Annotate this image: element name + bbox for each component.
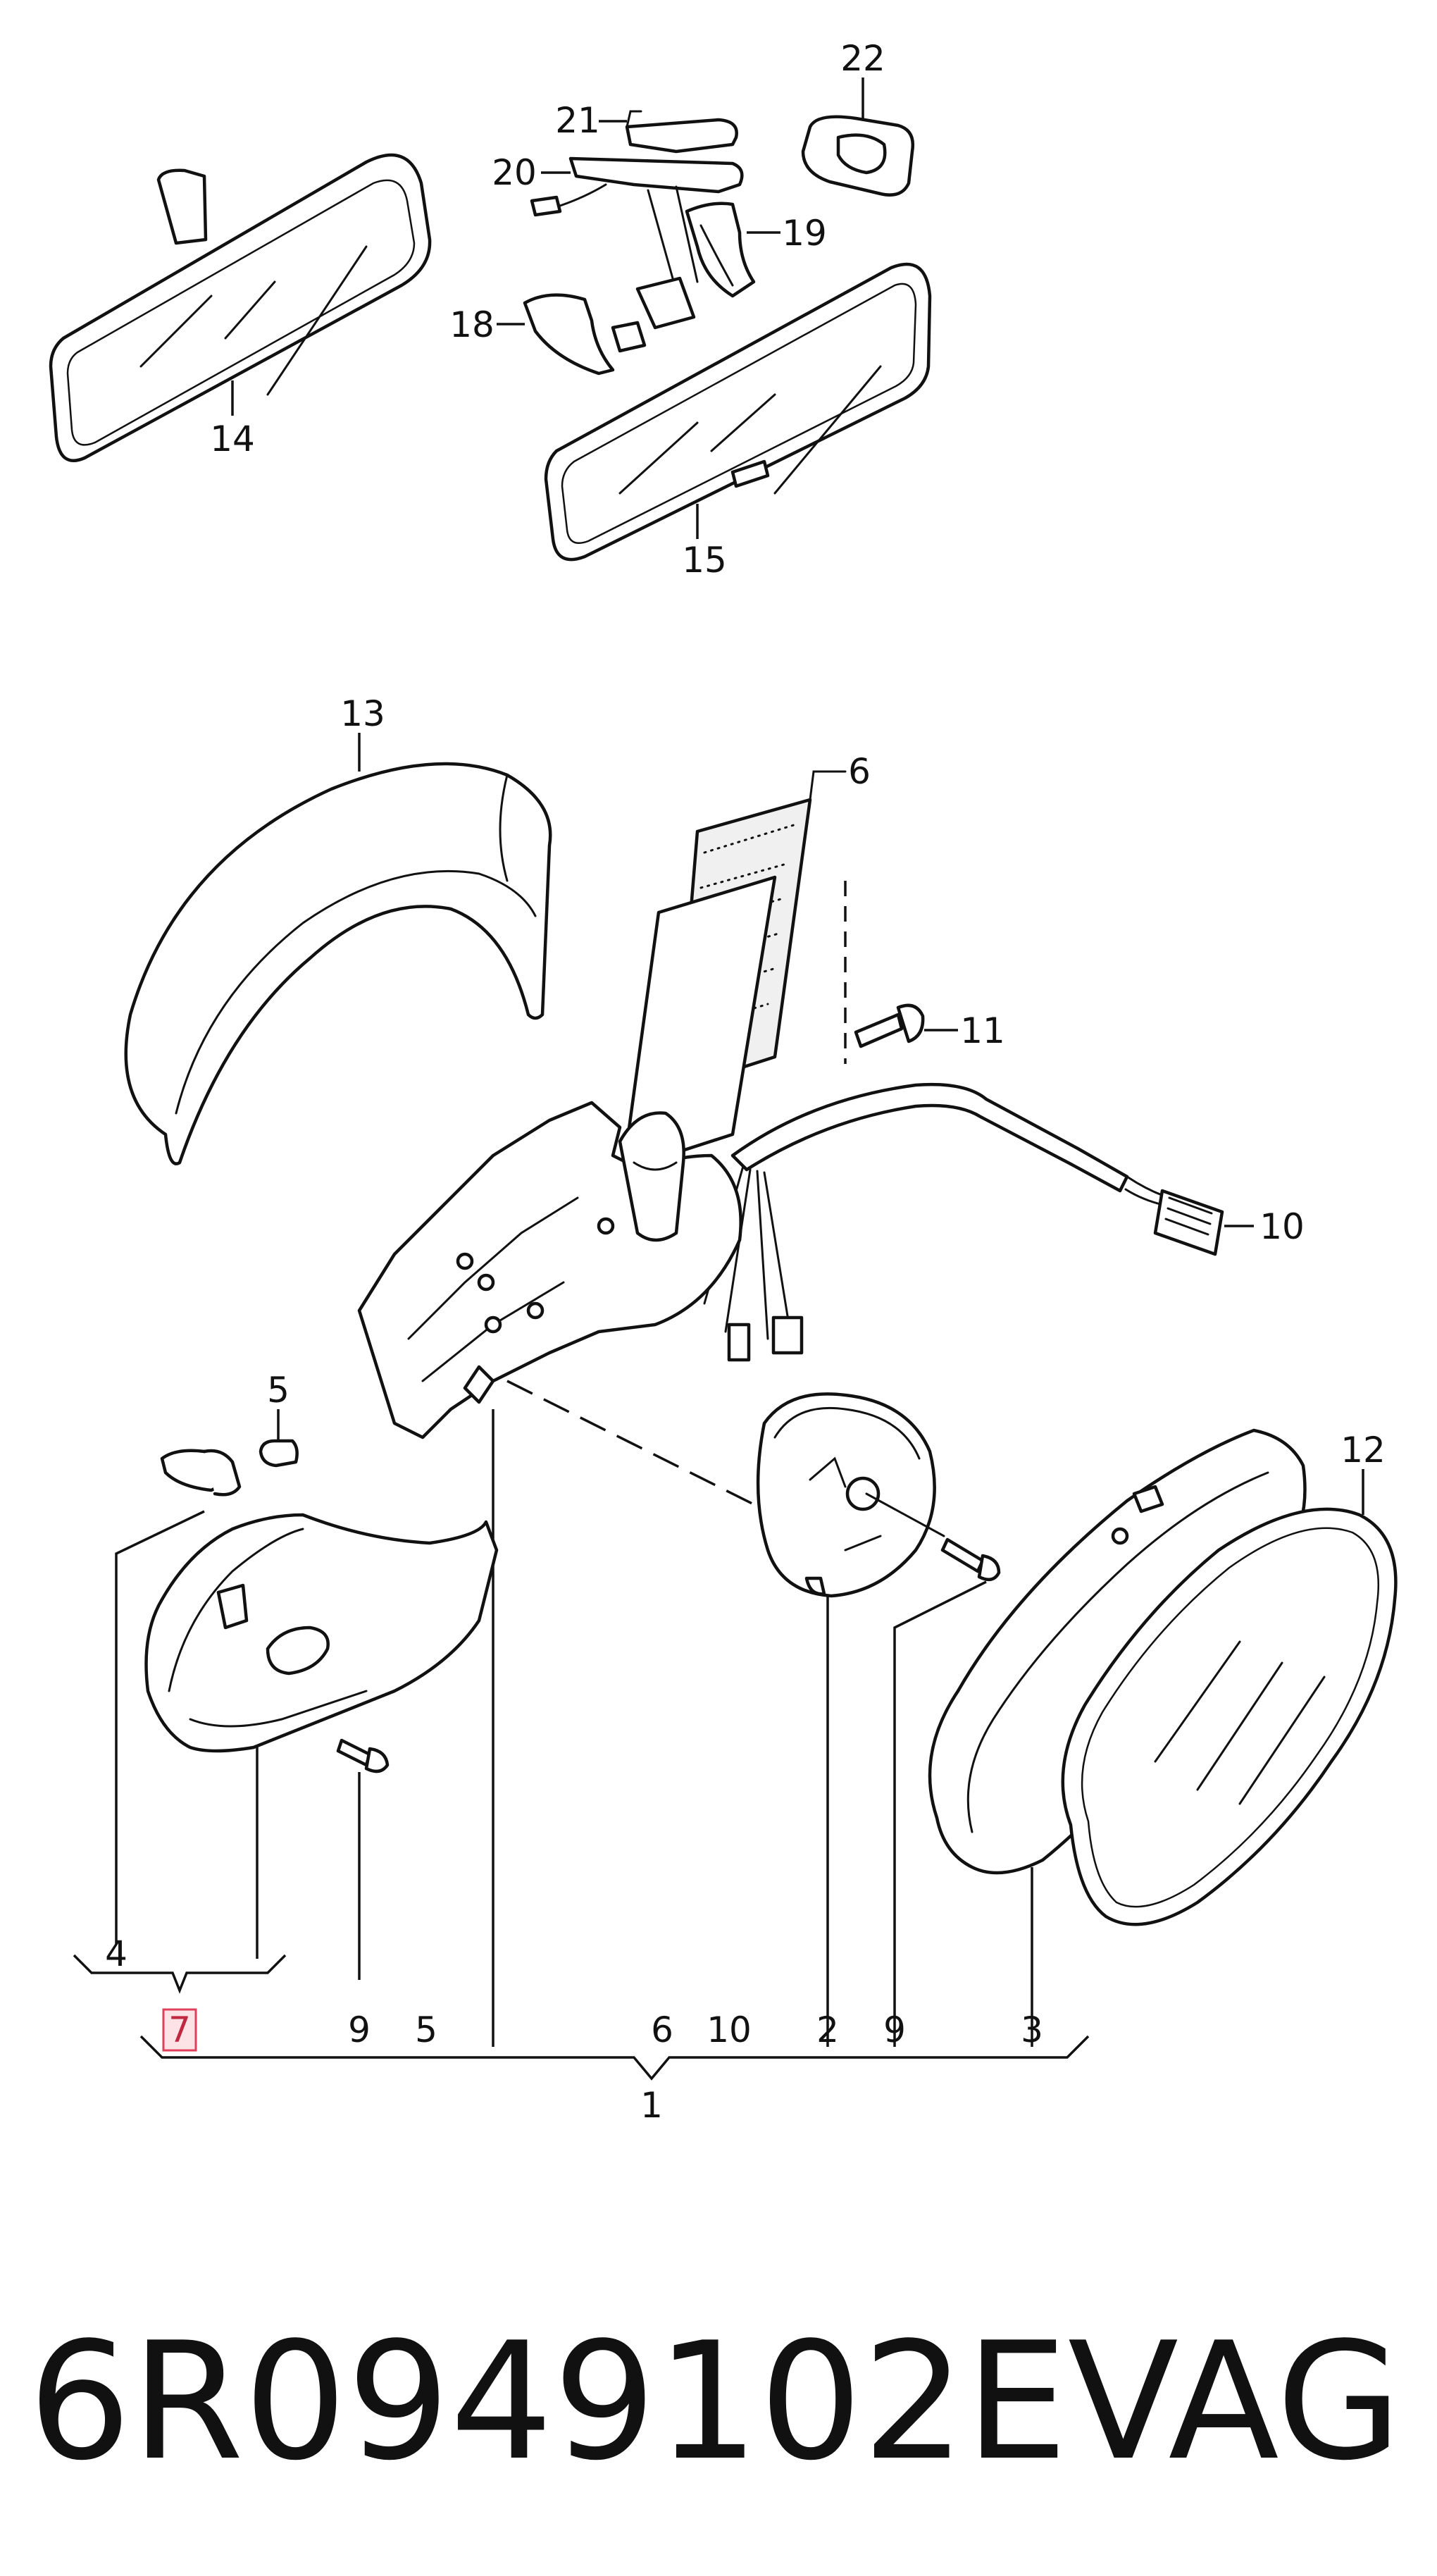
- part-15-interior-mirror: [544, 262, 932, 562]
- callout-11: 11: [960, 1010, 1005, 1051]
- part-9-screw-right: [865, 1492, 1001, 2047]
- bottom-label-6: 6: [651, 2010, 673, 2050]
- bottom-label-10: 10: [707, 2010, 752, 2050]
- callout-13: 13: [340, 693, 385, 734]
- part-22-cap: [801, 78, 915, 197]
- part-4-lower-housing: [115, 1510, 499, 1959]
- highlighted-part-7: [162, 2008, 197, 2052]
- lamp-holder: [160, 1449, 242, 1497]
- mount-stem-connector: [635, 185, 699, 330]
- part-13-housing-cap: [124, 733, 552, 1165]
- group-bracket-1: [139, 2035, 1090, 2081]
- mirror-base-bracket: [357, 1101, 742, 2047]
- part-5-bulb: [259, 1409, 299, 1468]
- part-9-screw-left: [336, 1738, 390, 1980]
- part-number: 6R0949102E: [28, 2308, 1068, 2496]
- part-10-wiring-harness: [703, 1082, 1254, 1362]
- part-19-cover: [685, 202, 780, 298]
- part-2-actuator: [756, 1392, 936, 2047]
- part-18-cover: [497, 293, 647, 376]
- bottom-label-9-right: 9: [883, 2010, 906, 2050]
- callout-12: 12: [1340, 1430, 1386, 1470]
- callout-6: 6: [848, 751, 871, 792]
- part-12-mirror-glass: [1061, 1469, 1398, 1926]
- callout-15: 15: [682, 540, 727, 581]
- group-bracket-7: [73, 1954, 287, 2052]
- bottom-label-9-left: 9: [348, 2010, 371, 2050]
- part-3-glass-carrier: [928, 1428, 1307, 2047]
- part-14-interior-mirror: [49, 153, 432, 462]
- part-11-screw: [854, 1003, 958, 1048]
- brand-name: VAG: [1067, 2308, 1402, 2496]
- bottom-label-7: 7: [168, 2010, 191, 2050]
- part-6-heater-pad: [621, 770, 847, 1172]
- callout-20: 20: [492, 152, 537, 193]
- part-21-clip: [599, 110, 738, 154]
- bottom-label-5: 5: [415, 2010, 437, 2050]
- callout-14: 14: [210, 419, 255, 459]
- bottom-label-3: 3: [1021, 2010, 1043, 2050]
- footer: 6R0949102E VAG: [28, 2290, 1409, 2515]
- callout-19: 19: [782, 213, 827, 254]
- bottom-label-1: 1: [640, 2085, 663, 2126]
- callout-5: 5: [267, 1370, 290, 1411]
- callout-22: 22: [840, 38, 885, 79]
- bottom-label-4: 4: [105, 1933, 127, 1974]
- callout-21: 21: [555, 100, 600, 141]
- callout-18: 18: [449, 304, 494, 345]
- callout-10: 10: [1259, 1206, 1305, 1247]
- bottom-label-2: 2: [816, 2010, 839, 2050]
